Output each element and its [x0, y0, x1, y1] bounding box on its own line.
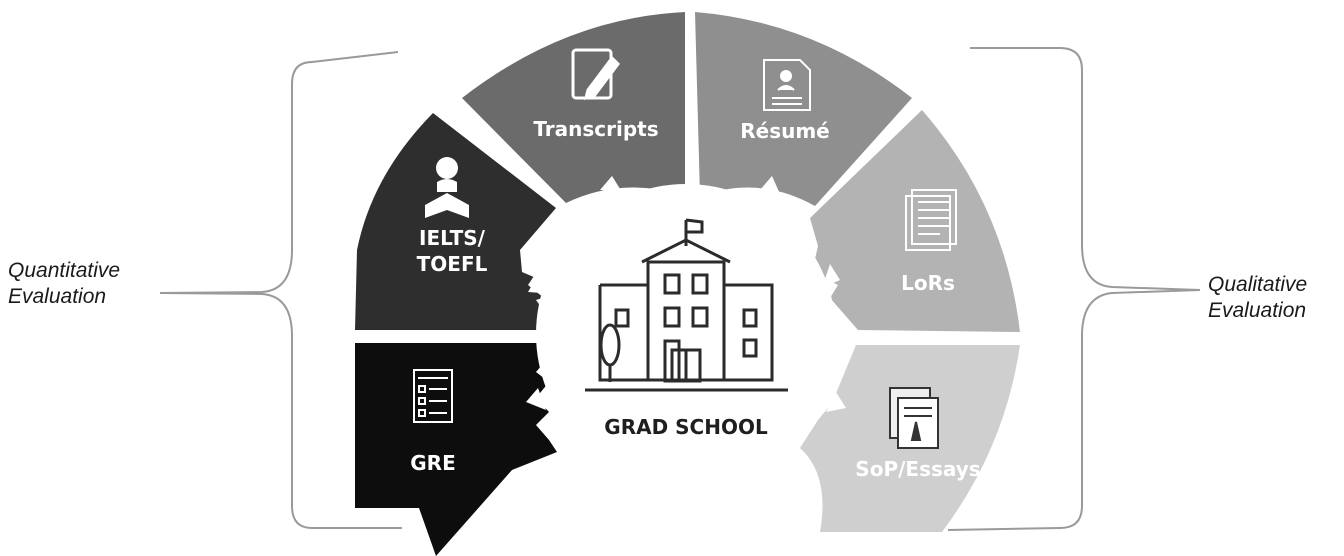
ielts-label: IELTS/ [419, 226, 486, 250]
sop-essays-label: SoP/Essays [855, 457, 980, 481]
document-pen-icon [571, 48, 620, 101]
gre-label: GRE [410, 451, 455, 475]
student-reading-icon [425, 157, 469, 218]
segment-ielts-toefl[interactable] [355, 113, 558, 330]
grad-school-label: GRAD SCHOOL [604, 415, 768, 439]
segment-lors[interactable] [810, 110, 1020, 332]
resume-label: Résumé [740, 119, 830, 143]
transcripts-label: Transcripts [533, 117, 658, 141]
quantitative-evaluation-label: Quantitative Evaluation [8, 259, 121, 308]
resume-group: Résumé [740, 59, 830, 143]
resume-icon [763, 59, 811, 111]
left-brace [159, 61, 402, 529]
lors-label: LoRs [901, 271, 955, 295]
segment-gre[interactable] [355, 343, 558, 556]
ielts-toefl-group: IELTS/ TOEFL [417, 157, 488, 276]
lors-group: LoRs [901, 189, 957, 295]
right-brace [947, 47, 1201, 531]
qualitative-evaluation-label: Qualitative Evaluation [1208, 273, 1308, 322]
left-brace-top-tail [311, 51, 399, 63]
letters-icon [905, 189, 957, 251]
transcripts-group: Transcripts [533, 48, 659, 141]
essays-icon [889, 387, 939, 449]
school-building-icon [585, 218, 788, 392]
gre-group: GRE [410, 369, 456, 475]
test-sheet-icon [413, 369, 453, 423]
center-hub [526, 176, 846, 484]
sop-essays-group: SoP/Essays [855, 387, 981, 481]
segment-transcripts[interactable] [462, 12, 685, 203]
hub-teeth [526, 176, 846, 412]
toefl-label: TOEFL [417, 252, 488, 276]
